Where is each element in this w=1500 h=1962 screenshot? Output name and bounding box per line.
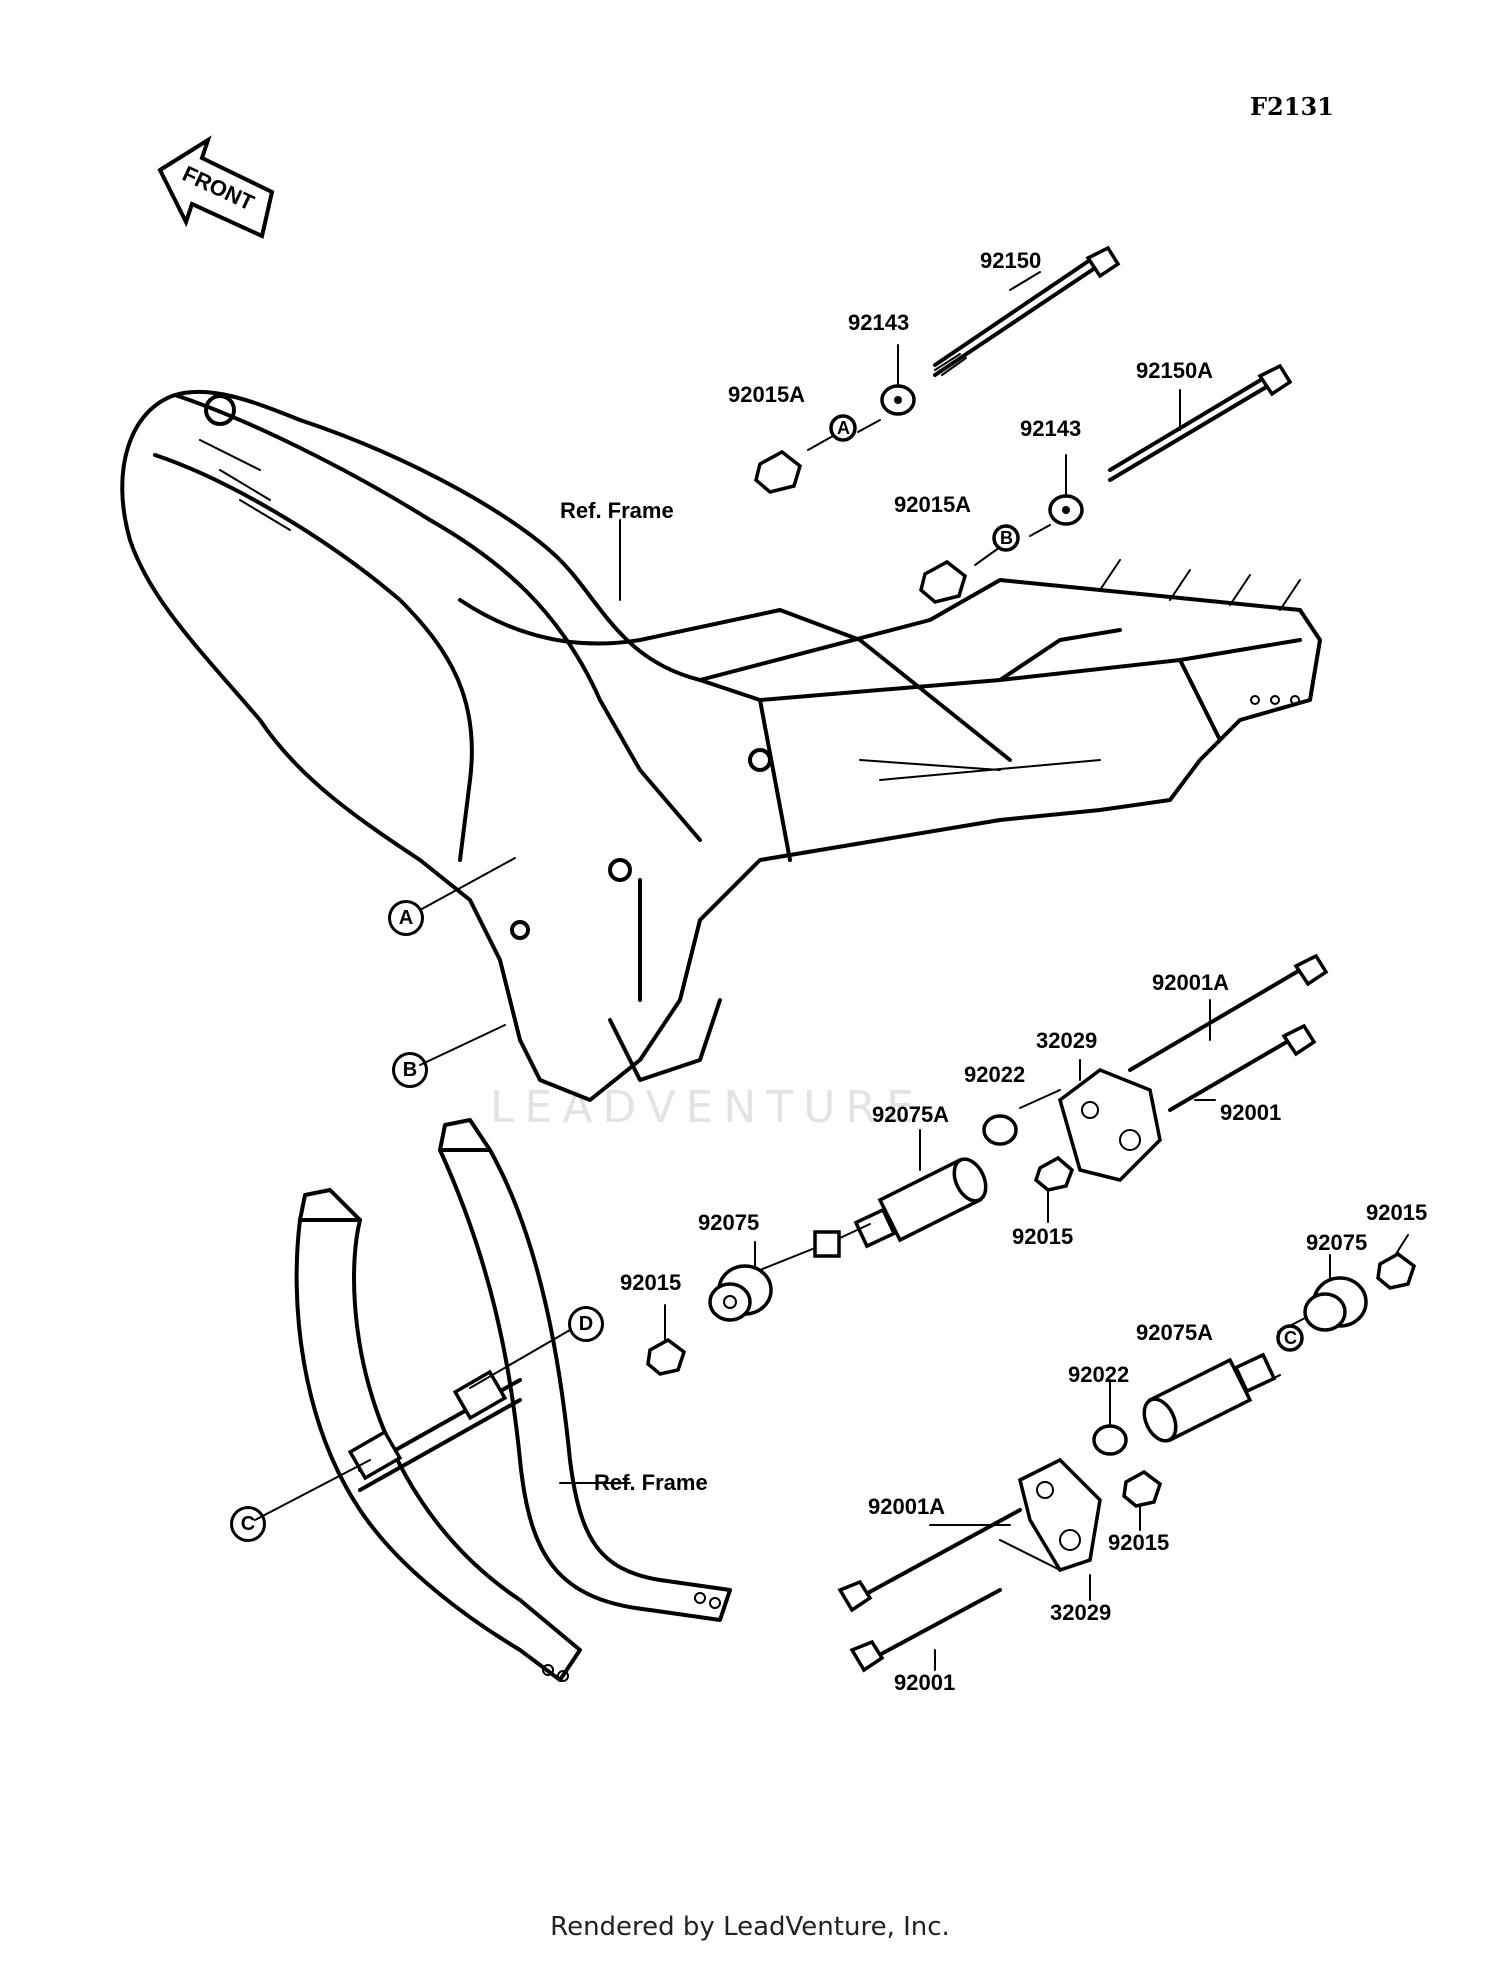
label-92015-upper: 92015 [1012, 1224, 1074, 1249]
bolt-92001-icon [849, 1588, 1002, 1673]
nut-92015-icon [646, 1337, 687, 1376]
label-92001A-lower: 92001A [868, 1494, 946, 1519]
figure-code: F2131 [1250, 92, 1334, 121]
ref-frame-lower: Ref. Frame [594, 1470, 708, 1495]
callout-a: A [388, 900, 424, 936]
collar-92075A-icon [1142, 1352, 1277, 1443]
label-32029-upper: 32029 [1036, 1028, 1098, 1053]
inline-callouts: A B C [829, 414, 1304, 1352]
label-92075-lower: 92075 [1306, 1230, 1368, 1255]
mount-bracket-32029-icon [1017, 1457, 1102, 1573]
callout-b-icon [992, 524, 1020, 552]
label-92015A-lower: 92015A [894, 492, 972, 517]
callout-a-icon [829, 414, 857, 442]
label-92150: 92150 [980, 248, 1042, 273]
nut-92015-icon [1122, 1469, 1163, 1508]
ref-frame-upper: Ref. Frame [560, 498, 674, 523]
label-92001A-upper: 92001A [1152, 970, 1230, 995]
label-32029-lower: 32029 [1050, 1600, 1112, 1625]
footer-credit: Rendered by LeadVenture, Inc. [550, 1912, 950, 1942]
rubber-mount-92075-icon [1303, 1276, 1368, 1332]
label-92075A-lower: 92075A [1136, 1320, 1214, 1345]
callout-c: C [230, 1506, 266, 1542]
spacer-icon [813, 1230, 841, 1258]
nut-92015-icon [1376, 1251, 1417, 1290]
mount-bracket-32029-icon [1057, 1068, 1162, 1182]
leader-lines [254, 271, 1409, 1671]
callout-b: B [392, 1052, 428, 1088]
svg-text:B: B [1000, 528, 1013, 548]
label-92075A-upper: 92075A [872, 1102, 950, 1127]
callout-d: D [568, 1306, 604, 1342]
svg-text:C: C [1284, 1328, 1297, 1348]
washer-92022-icon [1092, 1424, 1128, 1456]
label-92022-upper: 92022 [964, 1062, 1026, 1087]
bolt-92001-icon [1168, 1023, 1317, 1112]
bolt-92001A-icon [1128, 953, 1329, 1072]
lower-frame [294, 1118, 732, 1682]
label-92015-left: 92015 [620, 1270, 682, 1295]
label-92022-lower: 92022 [1068, 1362, 1130, 1387]
nut-92015A-icon [919, 559, 968, 604]
main-frame [120, 389, 1322, 1102]
label-92015A-upper: 92015A [728, 382, 806, 407]
upper-bolt-92150A-icon [1108, 363, 1293, 482]
collar-92075A-icon [853, 1157, 988, 1249]
watermark: LEADVENTURE [490, 1082, 924, 1133]
nut-92015A-icon [754, 449, 803, 494]
label-92015-lower: 92015 [1108, 1530, 1170, 1555]
upper-bolt-92150-icon [933, 245, 1121, 377]
label-92001-upper: 92001 [1220, 1100, 1282, 1125]
label-92143-lower: 92143 [1020, 416, 1082, 441]
nut-92015-icon [1033, 1155, 1075, 1192]
label-92143-upper: 92143 [848, 310, 910, 335]
callout-c-icon [1276, 1324, 1304, 1352]
label-92015-right: 92015 [1366, 1200, 1428, 1225]
front-arrow-icon: FRONT [157, 135, 275, 239]
label-92001-lower: 92001 [894, 1670, 956, 1695]
rubber-mount-92075-icon [708, 1264, 773, 1322]
svg-text:A: A [837, 418, 850, 438]
washer-92022-icon [982, 1114, 1018, 1146]
label-92150A: 92150A [1136, 358, 1214, 383]
label-92075-upper: 92075 [698, 1210, 760, 1235]
